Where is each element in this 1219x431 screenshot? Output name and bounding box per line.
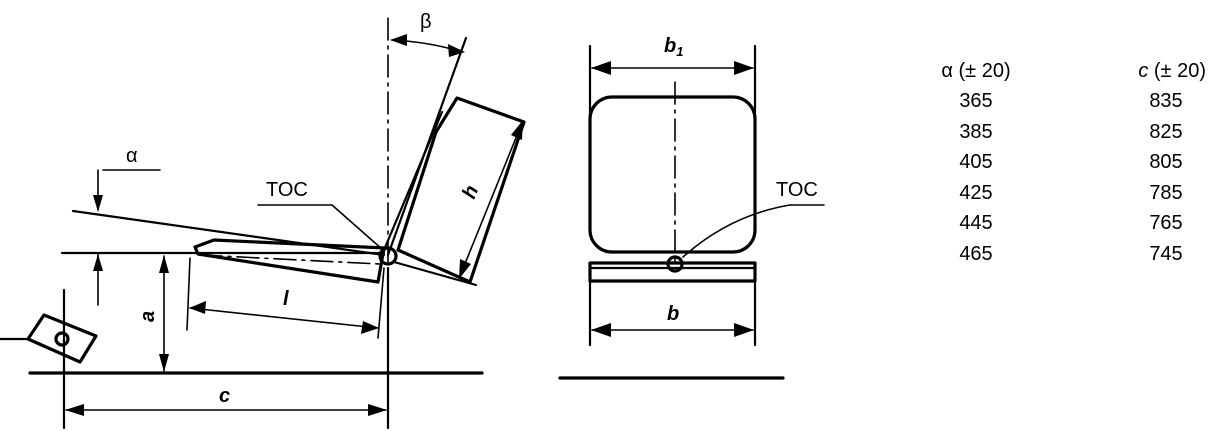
backrest-front — [588, 95, 757, 254]
pedal-symbol — [0, 313, 98, 364]
table-cell-c: 805 — [1149, 151, 1183, 174]
table-row: 385 825 — [916, 117, 1216, 148]
table-row: 405 805 — [916, 148, 1216, 179]
dimension-table: α (± 20) c (± 20) 365 835 385 825 405 80… — [916, 56, 1216, 270]
label-toc-front: TOC — [776, 179, 818, 201]
table-cell-c: 765 — [1149, 212, 1183, 235]
front-view: b1 TOC b — [558, 35, 825, 380]
toc-point-front — [666, 255, 684, 273]
backrest-angle-line — [386, 36, 468, 257]
table-row: 425 785 — [916, 178, 1216, 209]
label-alpha: α — [126, 145, 138, 167]
table-cell-alpha: 385 — [959, 120, 993, 143]
table-cell-c: 785 — [1149, 181, 1183, 204]
table-row: 365 835 — [916, 87, 1216, 118]
table-header-c: c (± 20) — [1138, 59, 1206, 82]
label-h: h — [458, 182, 483, 202]
seat-base-front — [588, 261, 757, 283]
label-l: l — [283, 288, 289, 310]
table-cell-c: 745 — [1149, 242, 1183, 265]
seat-cushion — [193, 238, 386, 284]
table-cell-alpha: 365 — [959, 90, 993, 113]
side-view: α β TOC h l a c — [0, 11, 526, 430]
label-b1: b1 — [664, 35, 683, 59]
label-beta: β — [420, 11, 432, 33]
backrest — [382, 96, 526, 287]
toc-point-side — [378, 246, 398, 266]
seat-inclination-line — [71, 209, 386, 257]
table-row: 445 765 — [916, 209, 1216, 240]
table-row: 465 745 — [916, 239, 1216, 270]
table-cell-alpha: 405 — [959, 151, 993, 174]
label-c: c — [219, 385, 230, 407]
table-header-alpha: α (± 20) — [941, 59, 1011, 82]
label-toc-side: TOC — [266, 179, 308, 201]
table-cell-alpha: 465 — [959, 242, 993, 265]
table-cell-alpha: 445 — [959, 212, 993, 235]
table-cell-c: 825 — [1149, 120, 1183, 143]
table-header: α (± 20) c (± 20) — [916, 56, 1216, 87]
table-cell-c: 835 — [1149, 90, 1183, 113]
label-b: b — [667, 303, 679, 325]
label-a: a — [137, 311, 159, 322]
table-cell-alpha: 425 — [959, 181, 993, 204]
